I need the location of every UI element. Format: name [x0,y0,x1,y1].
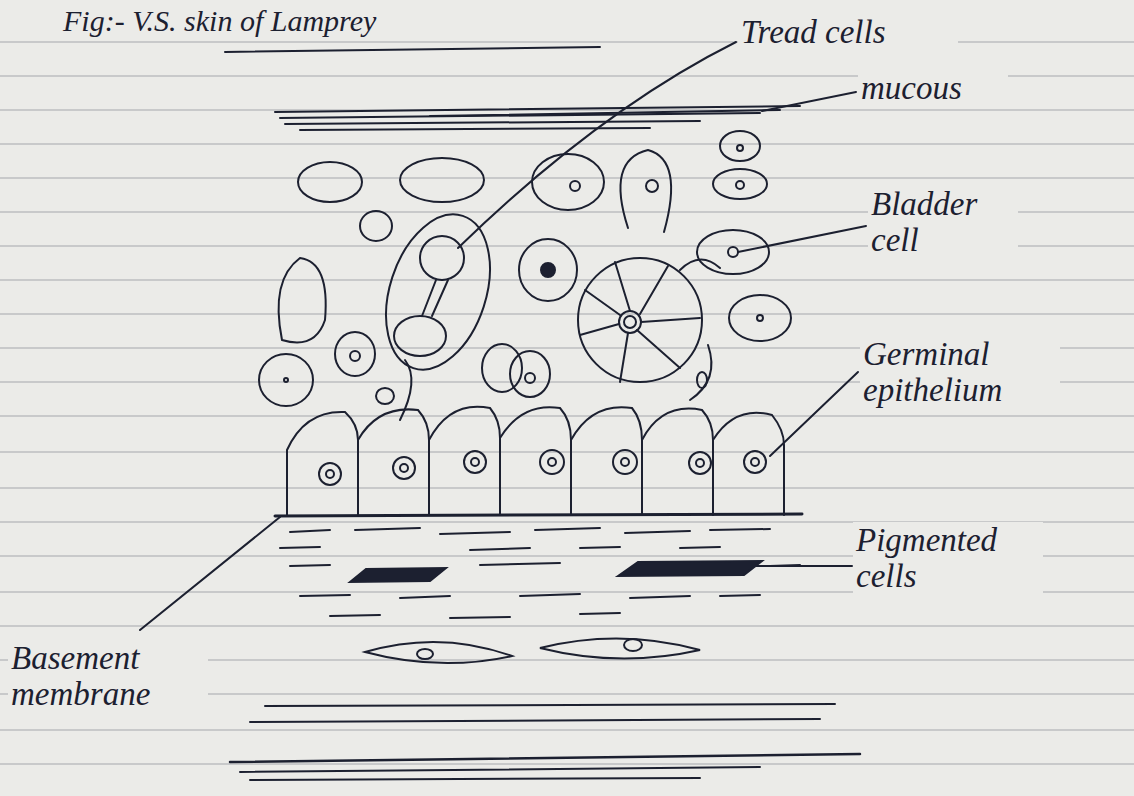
part-label: Germinal epithelium [860,336,1060,409]
part-label: Pigmented cells [853,522,1043,595]
part-label: Bladder cell [868,186,1018,259]
part-label: Basement membrane [8,640,208,713]
part-label: Tread cells [738,14,958,50]
part-label: mucous [858,70,1008,106]
figure-title: Fig:- V.S. skin of Lamprey [60,4,480,37]
ink-drawing [140,42,866,780]
ruled-lines [0,42,1134,764]
